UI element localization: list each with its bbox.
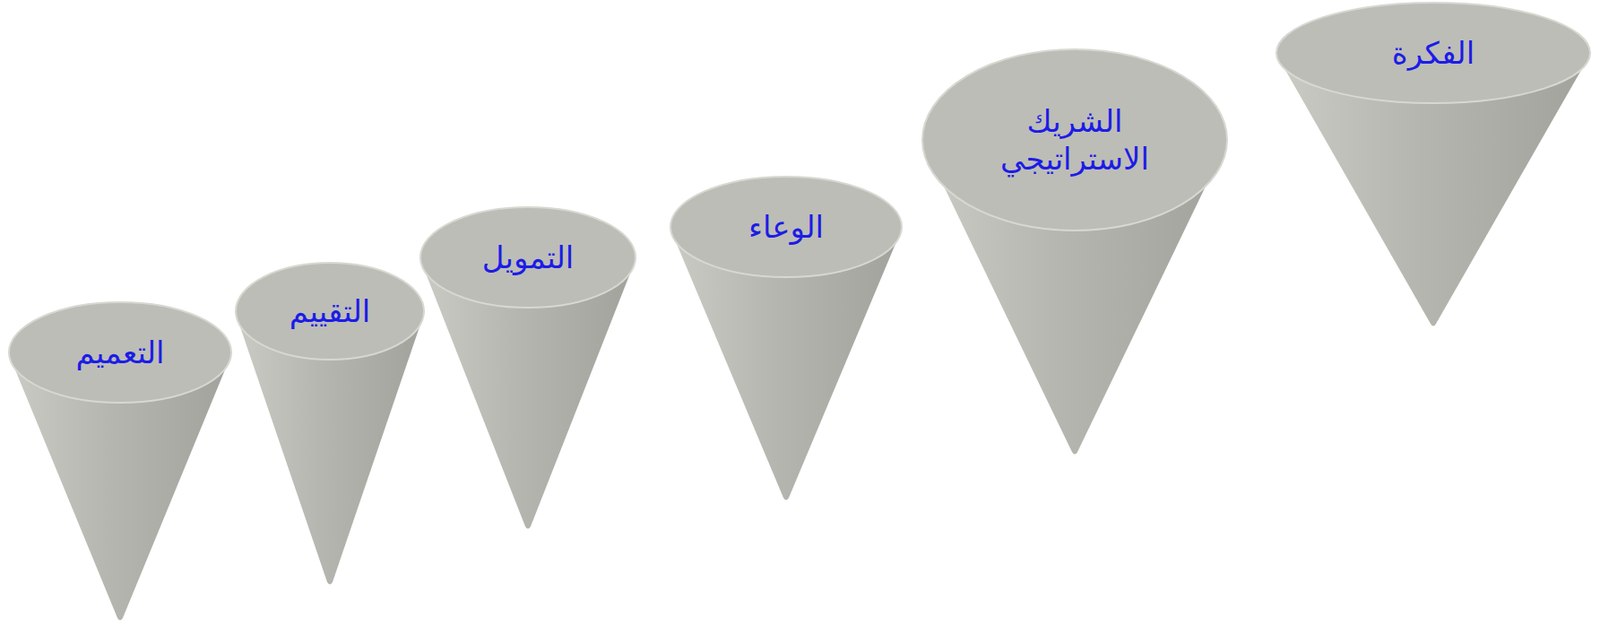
cone-label: التعميم — [75, 333, 165, 372]
ellipse-top — [8, 302, 232, 403]
cone-top: الفكرة — [1275, 1, 1592, 104]
cone-top: التقييم — [234, 261, 425, 361]
ellipse-top — [235, 262, 424, 360]
cone-label: التقييم — [289, 292, 371, 331]
ellipse-top — [1276, 2, 1591, 104]
cone-label: الوعاء — [748, 207, 824, 247]
cone-top: الشريك الاستراتيجي — [921, 48, 1229, 232]
cone-label: الشريك الاستراتيجي — [971, 102, 1178, 179]
ellipse-top — [670, 176, 902, 277]
ellipse-outline — [921, 48, 1229, 232]
ellipse-top — [922, 49, 1228, 231]
cone-label: الفكرة — [1392, 34, 1475, 73]
cone-top: الوعاء — [669, 175, 903, 278]
cone-top: التمويل — [419, 206, 637, 309]
cone-top: التعميم — [8, 301, 233, 404]
cone-label: التمويل — [482, 238, 575, 277]
ellipse-top — [420, 207, 636, 308]
